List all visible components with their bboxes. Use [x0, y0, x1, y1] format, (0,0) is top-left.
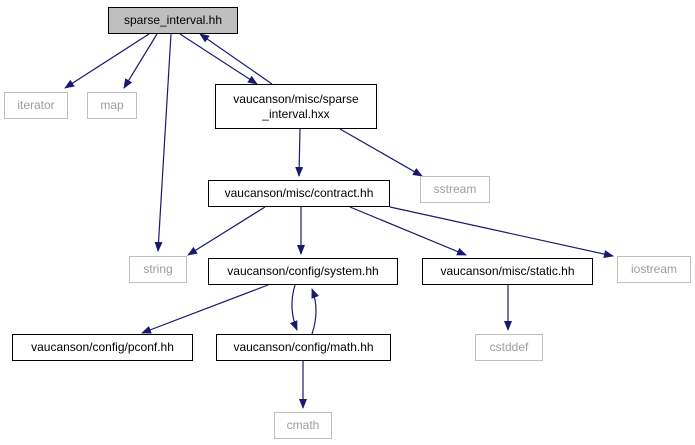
edge-sparse-interval-hh-to-iterator	[64, 33, 150, 89]
edge-sparse-interval-hxx-to-contract-hh	[295, 128, 304, 177]
node-label: iterator	[17, 98, 55, 112]
node-cmath: cmath	[274, 412, 332, 439]
node-label: vaucanson/misc/contract.hh	[224, 186, 374, 200]
node-sparse-interval-hh: sparse_interval.hh	[108, 7, 238, 34]
node-label: vaucanson/config/math.hh	[233, 340, 374, 354]
node-iostream: iostream	[617, 256, 691, 283]
edge-contract-hh-to-static-hh	[349, 206, 467, 256]
node-pconf-hh[interactable]: vaucanson/config/pconf.hh	[12, 334, 193, 361]
node-sstream: sstream	[420, 176, 490, 203]
edge-sparse-interval-hh-to-map	[123, 33, 158, 89]
node-label: iostream	[630, 262, 677, 276]
node-label: vaucanson/config/system.hh	[227, 264, 379, 278]
node-contract-hh[interactable]: vaucanson/misc/contract.hh	[208, 180, 390, 207]
node-label: cstddef	[489, 340, 529, 354]
node-map: map	[87, 92, 137, 119]
node-math-hh[interactable]: vaucanson/config/math.hh	[216, 334, 391, 361]
node-system-hh[interactable]: vaucanson/config/system.hh	[208, 258, 398, 285]
edge-contract-hh-to-string	[187, 206, 266, 256]
node-sparse-interval-hxx[interactable]: vaucanson/misc/sparse _interval.hxx	[215, 84, 377, 129]
node-label: sparse_interval.hh	[123, 13, 223, 27]
edge-sparse-interval-hh-to-sparse-interval-hxx	[179, 33, 258, 85]
node-cstddef: cstddef	[475, 334, 543, 361]
node-label: vaucanson/config/pconf.hh	[31, 340, 174, 354]
node-label: cmath	[286, 418, 320, 432]
edge-system-hh-to-math-hh	[289, 284, 298, 331]
node-iterator: iterator	[4, 92, 68, 119]
edge-sparse-interval-hxx-to-sstream	[339, 128, 423, 177]
edge-contract-hh-to-iostream	[389, 206, 614, 258]
node-label: sstream	[433, 182, 477, 196]
node-static-hh[interactable]: vaucanson/misc/static.hh	[422, 258, 593, 285]
edge-math-hh-to-system-hh	[311, 288, 319, 335]
node-label: vaucanson/misc/static.hh	[440, 264, 575, 278]
node-label: map	[100, 98, 124, 112]
node-string: string	[129, 256, 187, 283]
node-label: vaucanson/misc/sparse _interval.hxx	[233, 91, 359, 121]
edge-sparse-interval-hh-to-string	[154, 33, 172, 252]
edge-sparse-interval-hxx-to-sparse-interval-hh	[199, 33, 273, 85]
edge-system-hh-to-pconf-hh	[141, 284, 269, 334]
node-label: string	[143, 262, 173, 276]
